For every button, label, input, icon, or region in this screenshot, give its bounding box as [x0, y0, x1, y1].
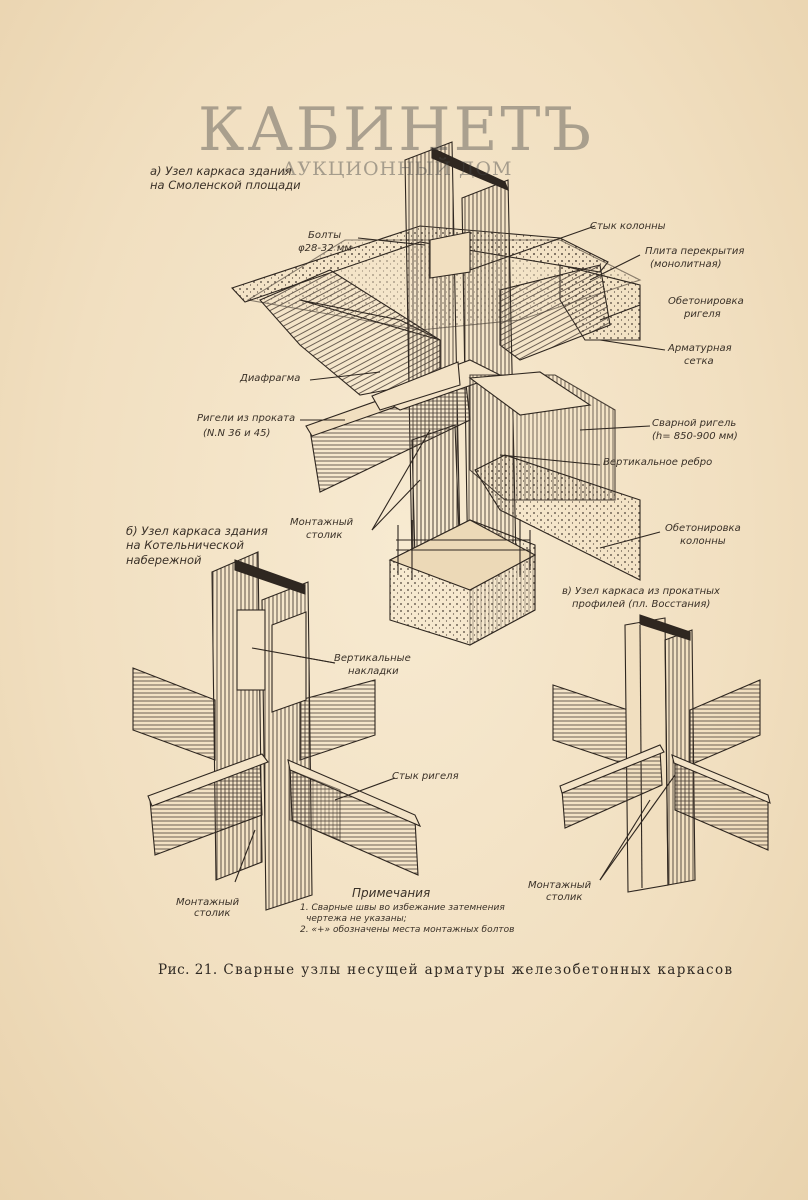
note-item: 1. Сварные швы во избежание затемнения	[300, 903, 505, 913]
section-a-title-line1: а) Узел каркаса здания	[150, 164, 292, 178]
figure-drawing	[132, 141, 771, 911]
callout-welded-girder: Сварной ригель	[652, 418, 737, 429]
section-c-title-line2: профилей (пл. Восстания)	[572, 599, 711, 610]
callout-rolled-girders-2: (N.N 36 и 45)	[203, 428, 271, 439]
callout-rolled-girders: Ригели из проката	[197, 413, 296, 424]
section-b-title-line1: б) Узел каркаса здания	[126, 524, 268, 538]
callout-mount-table-a: Монтажный	[290, 517, 354, 528]
figure-caption-text: Сварные узлы несущей арматуры железобето…	[223, 962, 734, 978]
callout-girder-joint: Стык ригеля	[392, 771, 459, 782]
callout-bolts-size: φ28-32 мм	[298, 243, 352, 254]
figure-caption: Рис. 21. Сварные узлы несущей арматуры ж…	[158, 962, 758, 978]
callout-mount-table-c-2: столик	[546, 892, 583, 903]
callout-mount-table-b-2: столик	[194, 908, 231, 919]
section-b-title-line2: на Котельнической	[126, 538, 244, 552]
node-a-drawing	[231, 141, 666, 646]
callout-rebar-mesh-2: сетка	[684, 356, 714, 367]
callout-column-joint: Стык колонны	[590, 221, 666, 232]
section-a-title-line2: на Смоленской площади	[150, 178, 301, 192]
callout-column-concrete-2: колонны	[680, 536, 726, 547]
notes-title: Примечания	[352, 886, 431, 900]
notes-list: 1. Сварные швы во избежание затемнения ч…	[300, 903, 514, 936]
callout-column-concrete: Обетонировка	[665, 523, 741, 534]
callout-slab-type: (монолитная)	[650, 259, 722, 270]
callout-vertical-plates: Вертикальные	[334, 653, 411, 664]
callout-diaphragm: Диафрагма	[240, 373, 301, 384]
callout-vertical-plates-2: накладки	[348, 666, 399, 677]
callout-girder-concrete-2: ригеля	[684, 309, 721, 320]
callout-bolts: Болты	[308, 230, 342, 241]
callout-rebar-mesh: Арматурная	[668, 343, 732, 354]
callout-mount-table-a-2: столик	[306, 530, 343, 541]
section-b-title-line3: набережной	[126, 553, 202, 567]
callout-mount-table-c: Монтажный	[528, 880, 592, 891]
note-item: чертежа не указаны;	[306, 914, 407, 924]
callout-mount-table-b: Монтажный	[176, 897, 240, 908]
section-c-title-line1: в) Узел каркаса из прокатных	[562, 586, 720, 597]
callout-welded-girder-2: (h= 850-900 мм)	[652, 431, 738, 442]
node-c-drawing	[552, 614, 771, 893]
callout-slab: Плита перекрытия	[645, 246, 745, 257]
node-b-drawing	[132, 551, 422, 911]
figure-number: Рис. 21.	[158, 962, 218, 978]
note-item: 2. «+» обозначены места монтажных болтов	[300, 925, 515, 935]
callout-girder-concrete: Обетонировка	[668, 296, 744, 307]
callout-vertical-rib: Вертикальное ребро	[603, 457, 713, 468]
